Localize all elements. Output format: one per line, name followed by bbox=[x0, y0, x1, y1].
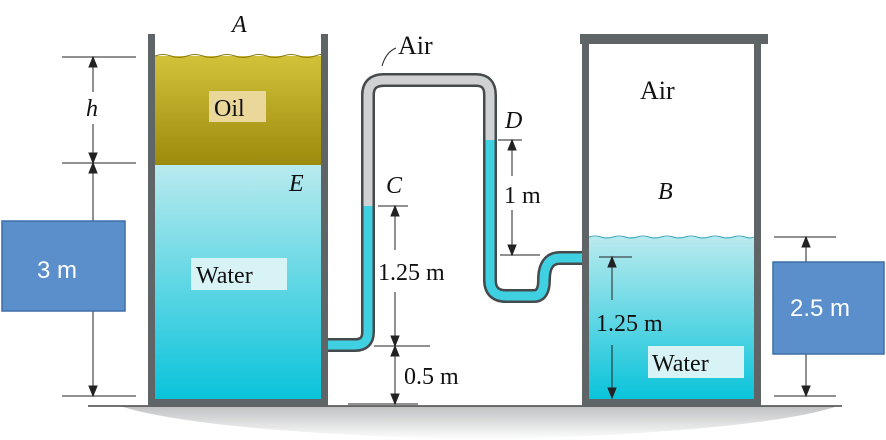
dim-125-left-label: 1.25 m bbox=[378, 260, 445, 286]
air-leader-line bbox=[381, 47, 397, 67]
dim-1-label: 1 m bbox=[504, 183, 541, 209]
air-tube-label: Air bbox=[398, 31, 433, 60]
oil-surface bbox=[154, 54, 322, 58]
tube-water-left bbox=[328, 206, 373, 350]
water-right-label-bg bbox=[648, 346, 744, 378]
callout-left-label: 3 m bbox=[37, 257, 77, 284]
water-left-label: Water bbox=[196, 263, 253, 289]
c-dimensions bbox=[348, 204, 430, 406]
callout-right-label: 2.5 m bbox=[790, 295, 850, 322]
h-label: h bbox=[86, 96, 98, 122]
air-right-label: Air bbox=[640, 76, 675, 105]
oil-label: Oil bbox=[214, 96, 245, 122]
right-tank-air bbox=[589, 44, 754, 237]
oil-label-bg bbox=[209, 91, 266, 122]
point-b-label: B bbox=[658, 179, 673, 205]
point-e-label: E bbox=[288, 171, 304, 197]
left-tank-wall-right bbox=[321, 34, 328, 406]
right-water-surface bbox=[588, 235, 755, 239]
right-tank-wall-right bbox=[754, 34, 761, 406]
right-tank-wall-left bbox=[582, 34, 589, 406]
left-tank-bottom bbox=[148, 399, 328, 406]
ground bbox=[120, 406, 838, 440]
right-tank-lid bbox=[580, 34, 768, 44]
point-a-label: A bbox=[230, 12, 247, 38]
callout-left-box bbox=[1, 220, 126, 312]
dim-125-right-label: 1.25 m bbox=[596, 311, 663, 337]
left-tank-wall-left bbox=[148, 34, 155, 406]
dim-05-label: 0.5 m bbox=[404, 364, 459, 390]
point-c-label: C bbox=[386, 173, 403, 199]
d-dimensions bbox=[498, 138, 540, 257]
callout-right-box bbox=[772, 261, 885, 355]
point-d-label: D bbox=[504, 108, 522, 134]
tube-air bbox=[363, 75, 495, 206]
water-right-label: Water bbox=[652, 351, 709, 377]
right-tank-bottom bbox=[582, 399, 761, 406]
water-left-label-bg bbox=[191, 258, 287, 290]
tube-water-right bbox=[485, 140, 582, 301]
